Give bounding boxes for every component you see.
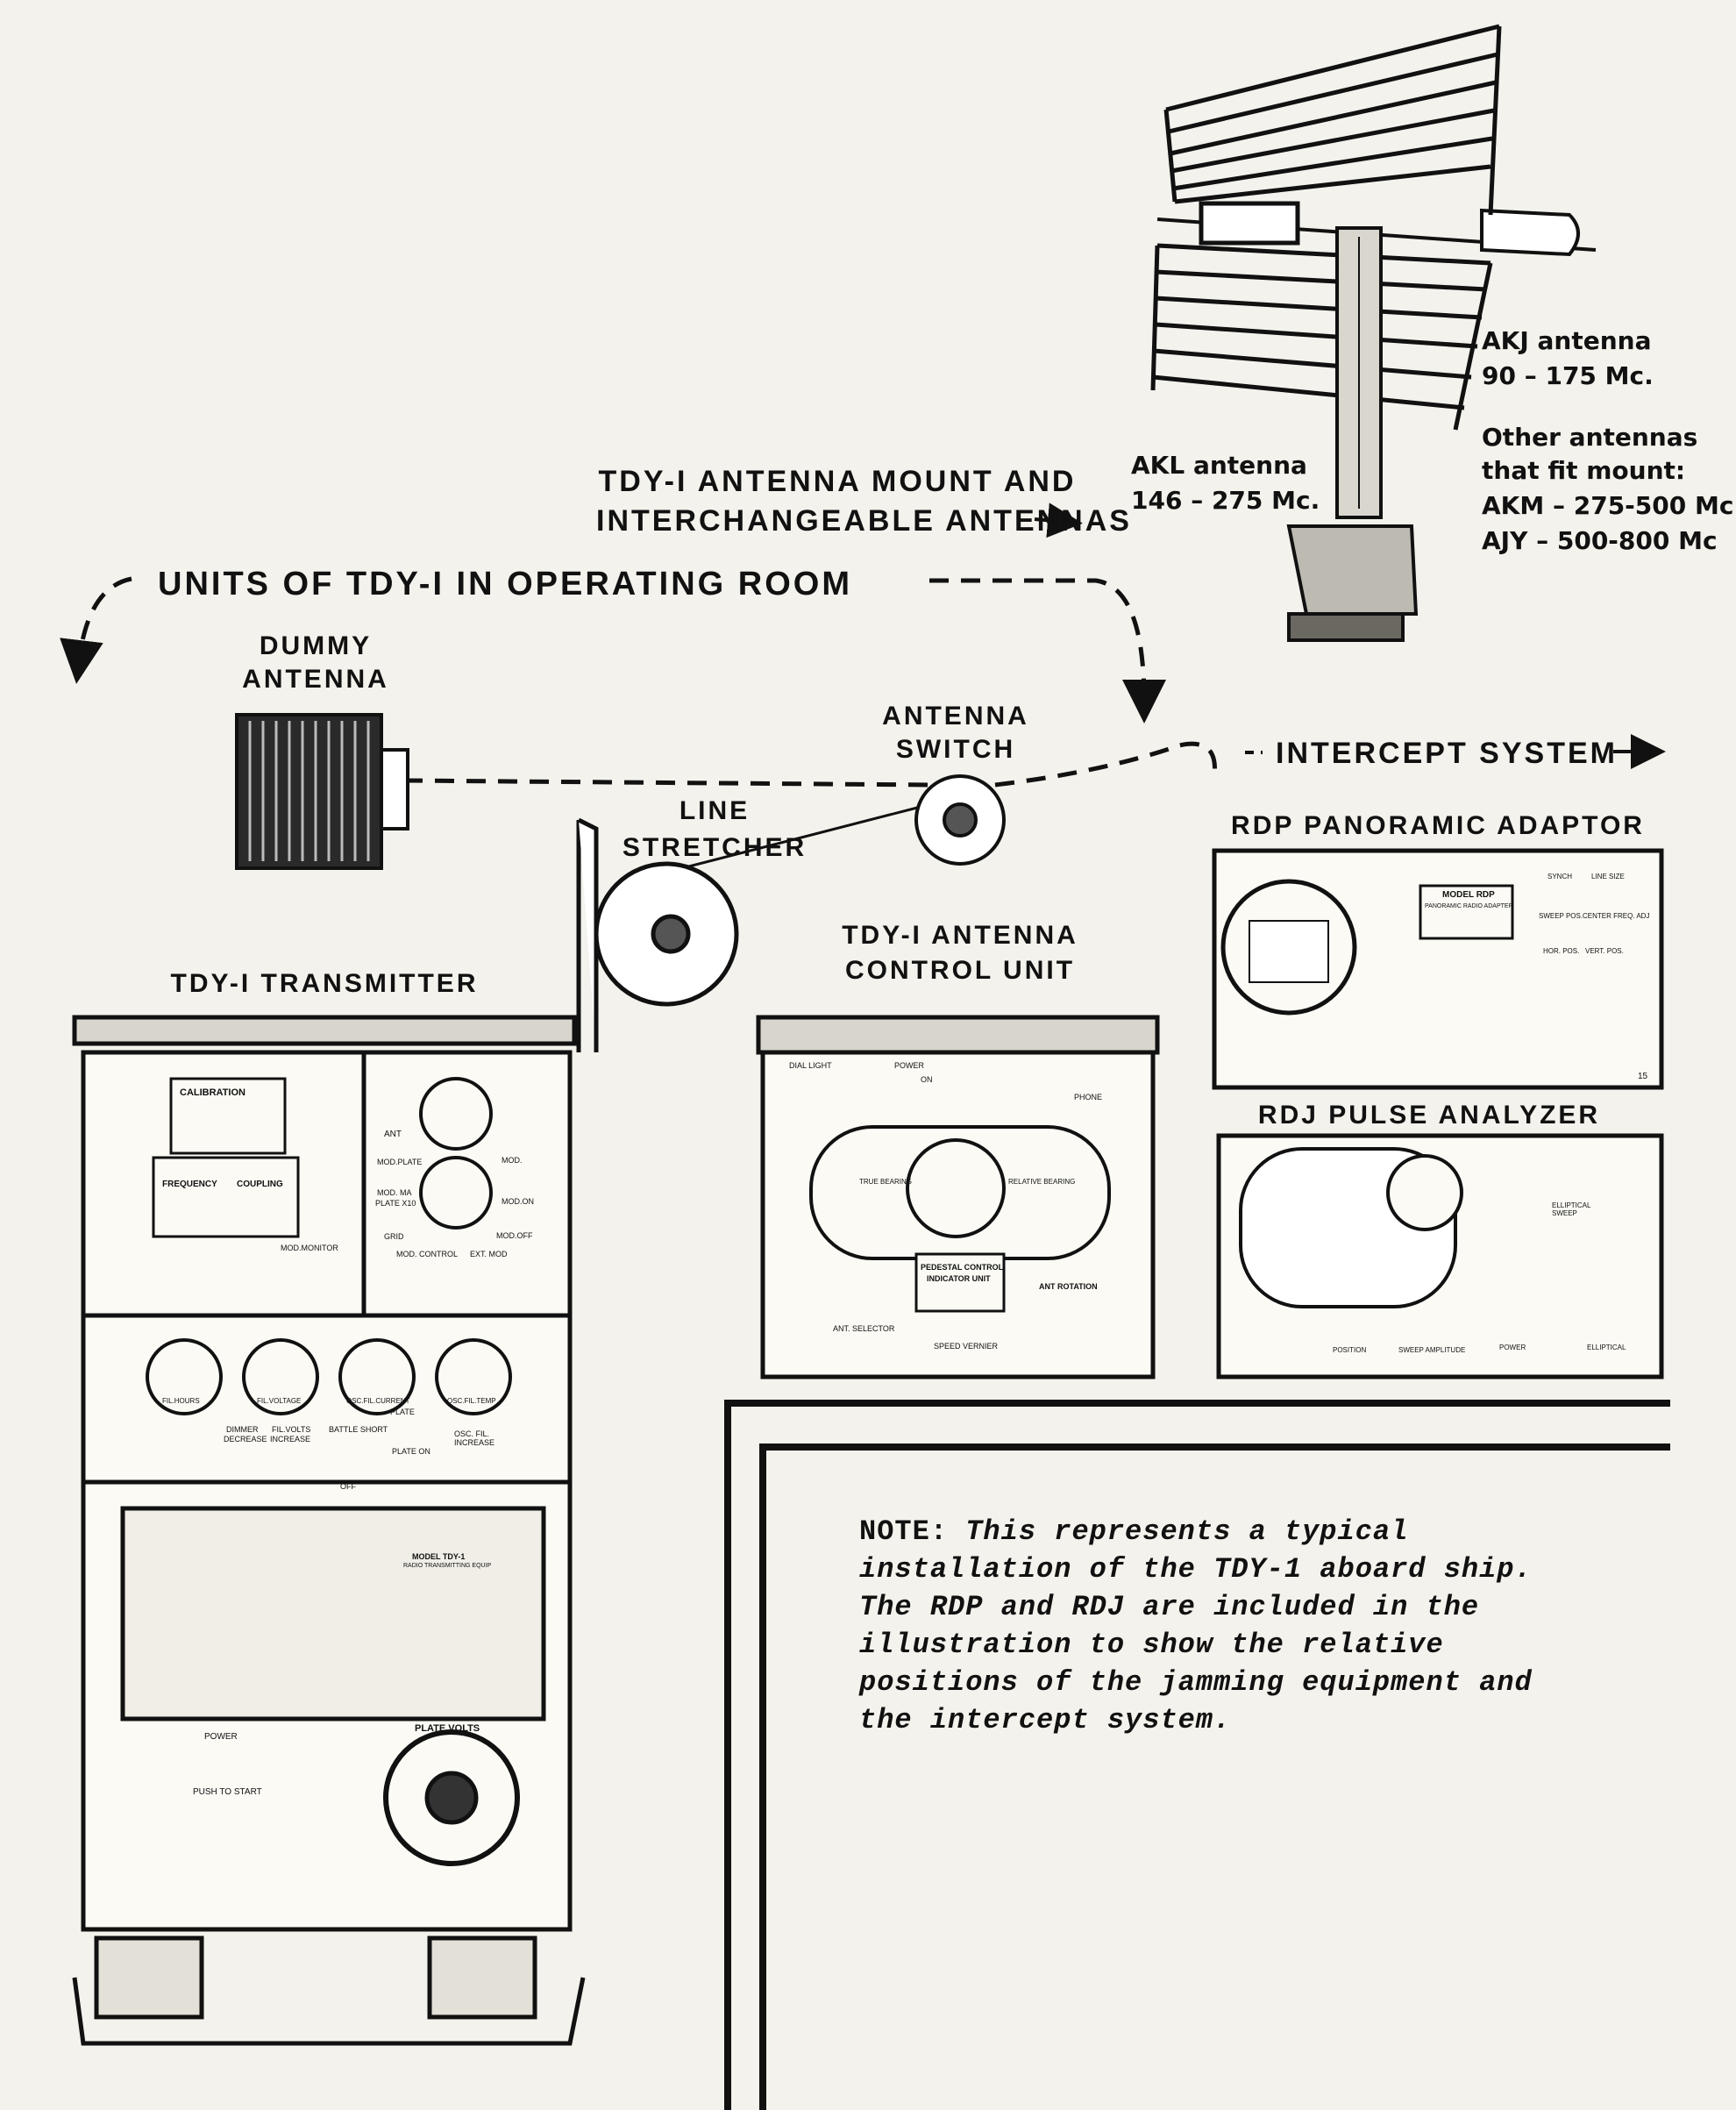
switch-label-line1: ANTENNA (882, 702, 1029, 731)
akj-antenna-name: AKJ antenna (1482, 326, 1652, 355)
installation-note: NOTE: This represents a typical installa… (859, 1513, 1578, 1739)
control-unit-label-line1: TDY-I ANTENNA (842, 921, 1078, 950)
rdp-label: RDP PANORAMIC ADAPTOR (1231, 811, 1645, 840)
akl-upper-reflector (1163, 24, 1502, 216)
rdj-label: RDJ PULSE ANALYZER (1257, 1101, 1601, 1130)
line-stretcher (576, 817, 739, 1052)
grid-label: GRID (384, 1232, 404, 1241)
transmitter-label: TDY-I TRANSMITTER (170, 969, 479, 998)
dimmer-label: DIMMER (226, 1425, 259, 1434)
operating-room-label: UNITS OF TDY-I IN OPERATING ROOM (158, 566, 852, 602)
coupling-label: COUPLING (237, 1180, 283, 1189)
osc-fil-increase-label: OSC. FIL. INCREASE (454, 1429, 495, 1447)
true-bearing-label: TRUE BEARING (859, 1178, 913, 1186)
dummy-antenna (235, 713, 409, 870)
akl-lower-reflector (1150, 243, 1493, 431)
elliptical-label: ELLIPTICAL (1587, 1344, 1626, 1351)
plate-label: PLATE (390, 1408, 415, 1416)
akj-antenna-range: 90 – 175 Mc. (1482, 361, 1654, 390)
ajy-antenna: AJY – 500-800 Mc (1482, 526, 1718, 555)
antenna-switch (914, 774, 1006, 866)
calibration-label: CALIBRATION (180, 1087, 245, 1098)
plate-volts-label: PLATE VOLTS (415, 1723, 480, 1734)
speed-vernier-label: SPEED VERNIER (934, 1342, 999, 1351)
akl-antenna-range: 146 – 275 Mc. (1131, 486, 1320, 515)
synch-label: SYNCH (1547, 873, 1573, 880)
rdj-power-label: POWER (1499, 1344, 1526, 1351)
line-stretcher-label-1: LINE (679, 796, 751, 825)
mod-monitor-label: MOD.MONITOR (281, 1244, 338, 1252)
rdp-panoramic-adaptor (1212, 848, 1664, 1090)
frequency-label: FREQUENCY (162, 1180, 217, 1189)
ant-label: ANT (384, 1130, 402, 1139)
cu-on-label: ON (921, 1075, 933, 1084)
tdy1-transmitter (72, 1015, 586, 2046)
off-label: OFF (340, 1482, 356, 1491)
vert-pos-label: VERT. POS. (1585, 947, 1624, 955)
rdp-sub-label: PANORAMIC RADIO ADAPTER (1425, 903, 1513, 909)
sweep-pos-label: SWEEP POS. (1539, 912, 1583, 920)
plate-x10-label: PLATE X10 (375, 1199, 416, 1208)
osc-fil-current-label: OSC.FIL.CURRENT (346, 1397, 410, 1405)
mod-control-label: MOD. CONTROL (396, 1250, 459, 1258)
position-label: POSITION (1333, 1346, 1367, 1354)
ant-rotation-label: ANT ROTATION (1039, 1282, 1098, 1291)
mod-off-label: MOD.OFF (496, 1231, 533, 1240)
relative-bearing-label: RELATIVE BEARING (1008, 1178, 1076, 1186)
model-rdp-label: MODEL RDP (1442, 890, 1495, 900)
dial-light-label: DIAL LIGHT (789, 1061, 832, 1070)
battle-short-label: BATTLE SHORT (329, 1425, 388, 1434)
hor-pos-label: HOR. POS. (1543, 947, 1580, 955)
mount-label-line1: TDY-I ANTENNA MOUNT AND (598, 465, 1077, 498)
akm-antenna: AKM – 275-500 Mc (1482, 491, 1734, 520)
mod-plate-label: MOD.PLATE (377, 1158, 423, 1166)
fil-volts-label: FIL.VOLTS (272, 1425, 311, 1434)
decrease-label: DECREASE (224, 1435, 267, 1443)
model-plate-title: MODEL TDY-1 (412, 1552, 466, 1561)
mod-on-label: MOD.ON (502, 1197, 534, 1206)
control-unit-label-line2: CONTROL UNIT (844, 956, 1076, 985)
pedestal-label-line1: PEDESTAL CONTROL (921, 1263, 1004, 1272)
rdp-index-label: 15 (1638, 1072, 1648, 1081)
pedestal-label-line2: INDICATOR UNIT (927, 1274, 991, 1283)
phone-label: PHONE (1074, 1093, 1103, 1101)
cu-power-label: POWER (894, 1061, 925, 1070)
osc-fil-temp-label: OSC.FIL.TEMP (447, 1397, 496, 1405)
line-size-label: LINE SIZE (1591, 873, 1625, 880)
mod-label: MOD. (502, 1156, 523, 1165)
power-label: POWER (204, 1732, 238, 1742)
push-to-start-label: PUSH TO START (193, 1787, 262, 1797)
connection-lines (60, 576, 1217, 788)
akl-antenna-name: AKL antenna (1131, 451, 1307, 480)
note-body: This represents a typical installation o… (859, 1515, 1533, 1736)
fil-voltage-label: FIL.VOLTAGE (257, 1397, 302, 1405)
other-antennas-line2: that fit mount: (1482, 456, 1686, 485)
model-plate-sub: RADIO TRANSMITTING EQUIP (403, 1563, 492, 1569)
ext-mod-label: EXT. MOD (470, 1250, 508, 1258)
increase-label: INCREASE (270, 1435, 311, 1443)
center-freq-label: CENTER FREQ. ADJ (1583, 912, 1650, 920)
switch-label-line2: SWITCH (895, 735, 1016, 764)
intercept-arrow (1034, 503, 1666, 769)
tdy1-control-unit (756, 1015, 1160, 1379)
rdj-pulse-analyzer (1216, 1133, 1664, 1379)
sweep-amplitude-label: SWEEP AMPLITUDE (1398, 1346, 1466, 1354)
dummy-label-line1: DUMMY (259, 631, 373, 660)
antenna-mount (1150, 24, 1597, 642)
intercept-label: INTERCEPT SYSTEM (1276, 737, 1618, 770)
bulkhead-lines (724, 1400, 1670, 2110)
plate-on-label: PLATE ON (392, 1447, 430, 1456)
fil-hours-label: FIL.HOURS (162, 1397, 200, 1405)
mod-ma-label: MOD. MA (377, 1188, 412, 1197)
line-stretcher-label-2: STRETCHER (622, 833, 808, 862)
mount-label-line2: INTERCHANGEABLE ANTENNAS (596, 504, 1132, 538)
elliptical-sweep-label: ELLIPTICAL SWEEP (1552, 1201, 1591, 1217)
other-antennas-line1: Other antennas (1482, 423, 1698, 452)
note-prefix: NOTE: (859, 1515, 949, 1548)
ant-selector-label: ANT. SELECTOR (833, 1324, 895, 1333)
dummy-label-line2: ANTENNA (242, 665, 389, 694)
